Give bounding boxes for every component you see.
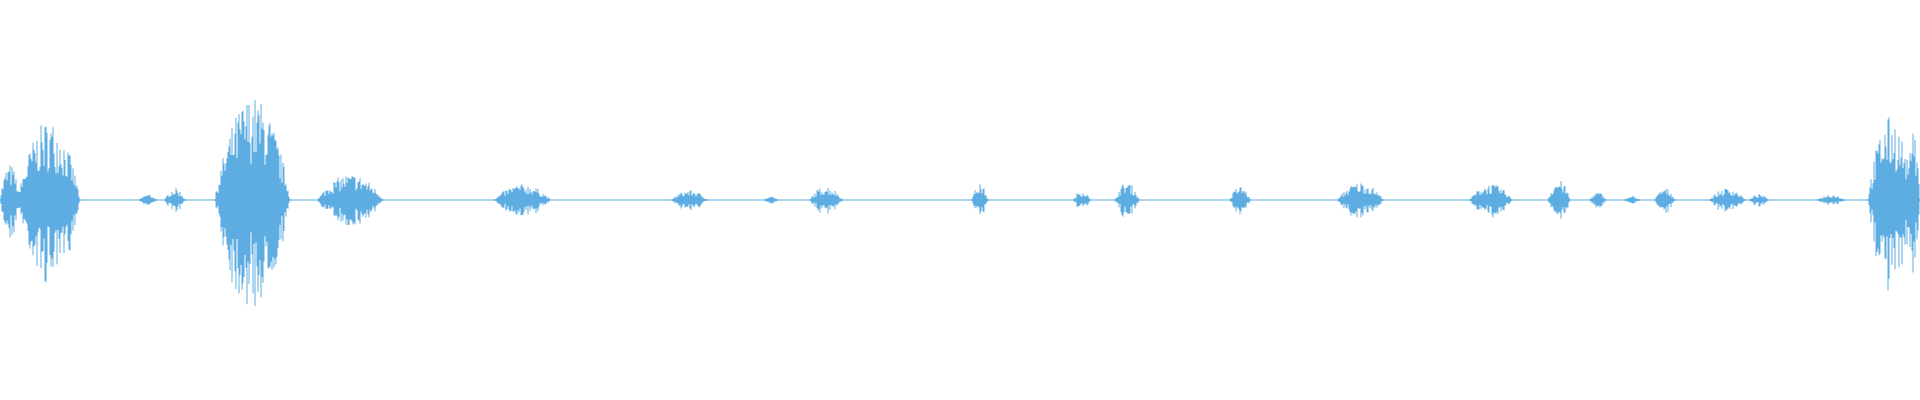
- waveform-burst-path: [764, 196, 778, 204]
- waveform-burst-path: [0, 165, 21, 238]
- waveform-burst: [1114, 184, 1140, 217]
- waveform-burst: [1073, 193, 1091, 207]
- waveform-burst: [1624, 196, 1640, 204]
- waveform-burst: [317, 176, 384, 225]
- waveform-burst-path: [1709, 188, 1746, 212]
- waveform-burst: [764, 196, 778, 204]
- waveform-burst-path: [1469, 184, 1513, 218]
- waveform-burst: [1654, 188, 1676, 213]
- waveform-burst: [214, 100, 291, 306]
- waveform-burst: [494, 184, 551, 216]
- waveform-burst-path: [809, 188, 843, 214]
- waveform-burst-path: [494, 184, 551, 216]
- waveform-burst-path: [1547, 181, 1571, 219]
- waveform-burst-path: [17, 125, 81, 283]
- waveform-burst-path: [1229, 187, 1251, 215]
- waveform-burst: [164, 188, 186, 212]
- waveform-burst-path: [139, 195, 157, 205]
- waveform-burst-path: [164, 188, 186, 212]
- waveform-burst-path: [1114, 184, 1140, 217]
- waveform-burst-path: [1624, 196, 1640, 204]
- waveform-burst-path: [317, 176, 384, 225]
- waveform-burst-path: [1749, 194, 1769, 207]
- waveform-burst: [1229, 187, 1251, 215]
- waveform-burst: [17, 125, 81, 283]
- waveform-burst: [1469, 184, 1513, 218]
- waveform-burst-path: [971, 184, 989, 215]
- waveform-burst-path: [1817, 195, 1845, 205]
- waveform-burst: [1749, 194, 1769, 207]
- waveform-burst: [1547, 181, 1571, 219]
- waveform-burst-path: [1904, 133, 1920, 273]
- waveform-burst: [1904, 133, 1920, 273]
- waveform-burst-path: [1073, 193, 1091, 207]
- waveform-burst: [1709, 188, 1746, 212]
- waveform-burst: [139, 195, 157, 205]
- waveform-burst: [671, 190, 708, 210]
- waveform-burst-path: [214, 100, 291, 306]
- waveform-burst-path: [1654, 188, 1676, 213]
- waveform-burst: [1817, 195, 1845, 205]
- waveform-burst-path: [1589, 193, 1607, 208]
- waveform-burst: [1589, 193, 1607, 208]
- waveform-burst: [971, 184, 989, 215]
- waveform-burst: [0, 165, 21, 238]
- waveform-burst: [1337, 183, 1384, 218]
- waveform-burst: [809, 188, 843, 214]
- waveform-burst-path: [1337, 183, 1384, 218]
- waveform-burst-path: [671, 190, 708, 210]
